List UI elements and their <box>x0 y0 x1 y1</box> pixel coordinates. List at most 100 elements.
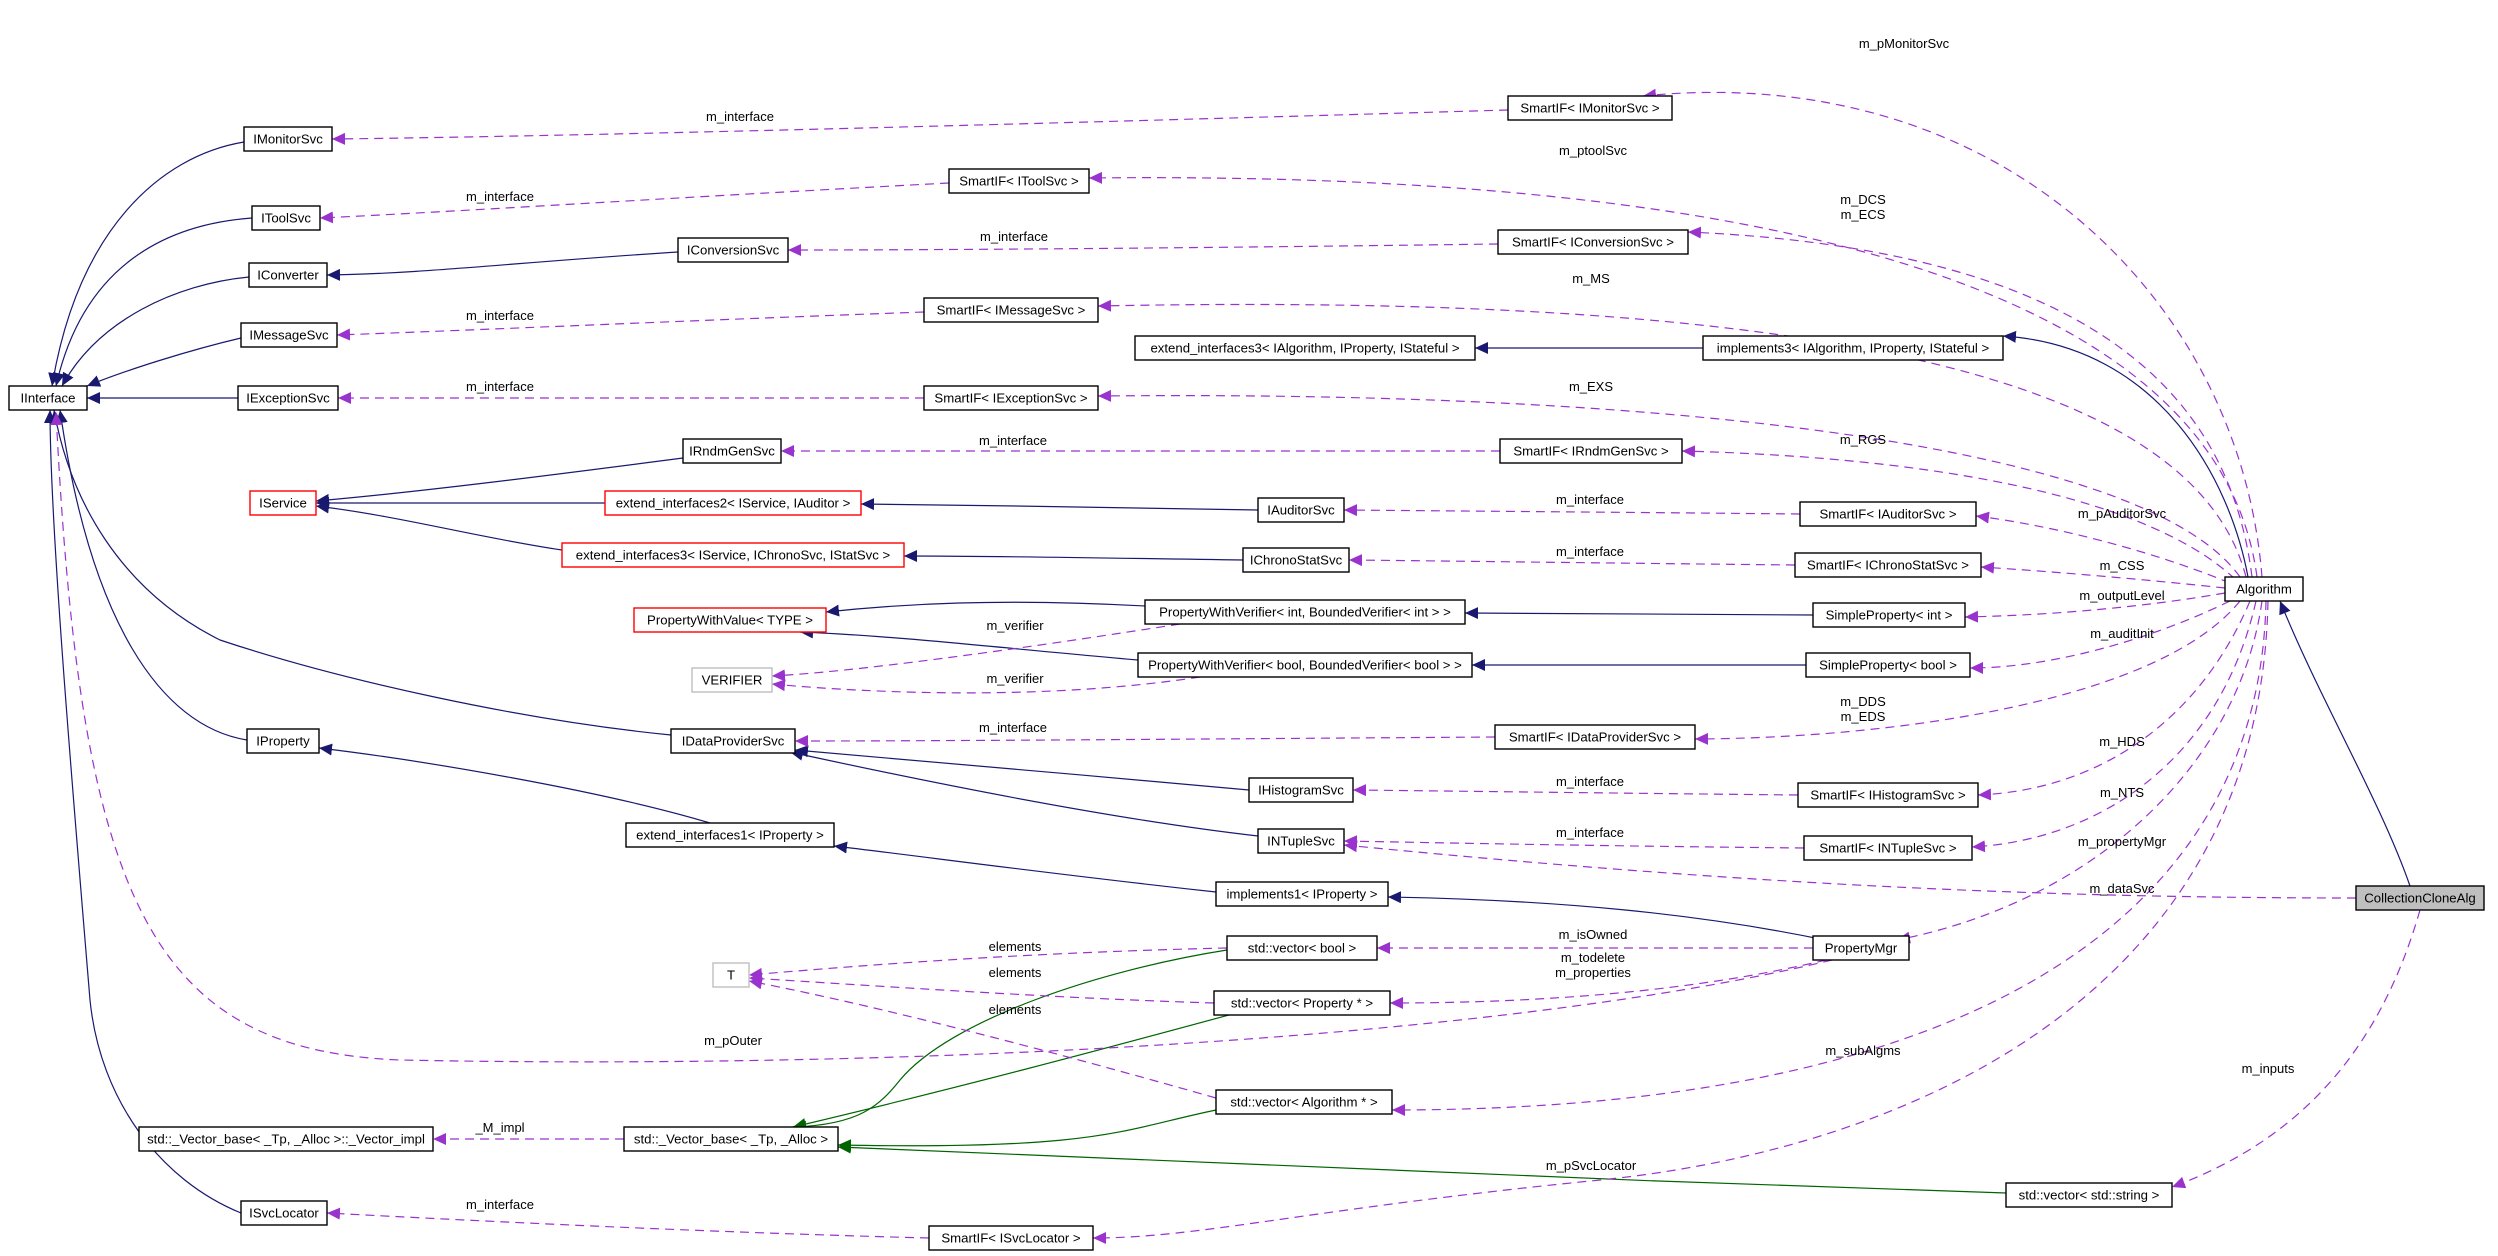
edge-label-smart-ifmonitor-to-imonitor-svc: m_interface <box>706 109 774 124</box>
usage-edge-smart-ifauditor-to-iauditor-svc <box>1343 504 1801 517</box>
edge-label-algorithm-to-smart-ifexception: m_EXS <box>1569 379 1613 394</box>
node-smart-ifexception[interactable]: SmartIF< IExceptionSvc > <box>923 385 1099 411</box>
node-iexception-svc[interactable]: IExceptionSvc <box>237 385 339 411</box>
node-ext-if3-alg[interactable]: extend_interfaces3< IAlgorithm, IPropert… <box>1134 335 1476 361</box>
node-box-vec-string <box>2005 1182 2173 1208</box>
node-ext-if1[interactable]: extend_interfaces1< IProperty > <box>625 822 835 848</box>
node-simple-bool[interactable]: SimpleProperty< bool > <box>1805 652 1971 678</box>
node-box-iconverter <box>248 262 328 288</box>
usage-edge-algorithm-to-smart-ifchrono <box>1980 561 2226 589</box>
inheritance-edge-impl1-to-ext-if1 <box>833 841 1217 893</box>
node-collection-clone-alg[interactable]: CollectionCloneAlg <box>2355 885 2485 911</box>
nodes-layer: IInterfaceIMonitorSvcIToolSvcIConverterI… <box>8 95 2485 1251</box>
node-box-ihistogram-svc <box>1248 777 1354 803</box>
node-impl1[interactable]: implements1< IProperty > <box>1215 881 1389 907</box>
node-label-idata-provider-svc: IDataProviderSvc <box>682 734 785 749</box>
node-label-iservice: IService <box>259 496 307 511</box>
node-impl3[interactable]: implements3< IAlgorithm, IProperty, ISta… <box>1702 335 2004 361</box>
node-verifier[interactable]: VERIFIER <box>691 667 773 693</box>
node-simple-int[interactable]: SimpleProperty< int > <box>1812 602 1966 628</box>
node-ihistogram-svc[interactable]: IHistogramSvc <box>1248 777 1354 803</box>
node-isvc-locator[interactable]: ISvcLocator <box>240 1200 328 1226</box>
node-smart-ifhistogram[interactable]: SmartIF< IHistogramSvc > <box>1797 782 1979 808</box>
edge-label-algorithm-to-smart-ifmonitor: m_pMonitorSvc <box>1859 36 1950 51</box>
inheritance-edge-ext-if1-to-iproperty <box>318 743 711 824</box>
node-box-iservice <box>249 490 317 516</box>
node-label-itool-svc: IToolSvc <box>261 211 311 226</box>
node-iconverter[interactable]: IConverter <box>248 262 328 288</box>
node-label-smart-ifrndm: SmartIF< IRndmGenSvc > <box>1513 444 1669 459</box>
node-box-iproperty <box>246 728 320 754</box>
node-pwvint[interactable]: PropertyWithVerifier< int, BoundedVerifi… <box>1144 599 1466 625</box>
node-label-smart-ifmessage: SmartIF< IMessageSvc > <box>937 303 1086 318</box>
node-box-impl1 <box>1215 881 1389 907</box>
node-intuple-svc[interactable]: INTupleSvc <box>1257 828 1345 854</box>
node-box-imessage-svc <box>240 322 338 348</box>
node-iconversion-svc[interactable]: IConversionSvc <box>677 237 789 263</box>
node-iauditor-svc[interactable]: IAuditorSvc <box>1257 497 1345 523</box>
edge-label-vec-property-to-t: elements <box>989 965 1042 980</box>
node-box-pwvbool <box>1137 652 1473 678</box>
edge-label-vec-bool-to-t: elements <box>989 939 1042 954</box>
node-vec-string[interactable]: std::vector< std::string > <box>2005 1182 2173 1208</box>
node-label-smart-iftool: SmartIF< IToolSvc > <box>959 174 1079 189</box>
edge-label-algorithm-to-smart-ifchrono: m_CSS <box>2100 558 2145 573</box>
node-imonitor-svc[interactable]: IMonitorSvc <box>243 126 333 152</box>
node-box-smart-ifsvc-locator <box>928 1225 1094 1251</box>
node-vec-property[interactable]: std::vector< Property * > <box>1213 990 1391 1016</box>
node-smart-iftool[interactable]: SmartIF< IToolSvc > <box>948 168 1090 194</box>
node-vector-base[interactable]: std::_Vector_base< _Tp, _Alloc > <box>623 1126 839 1152</box>
node-smart-ifmessage[interactable]: SmartIF< IMessageSvc > <box>923 297 1099 323</box>
node-ext-if3-svc[interactable]: extend_interfaces3< IService, IChronoSvc… <box>561 542 905 568</box>
node-pwvbool[interactable]: PropertyWithVerifier< bool, BoundedVerif… <box>1137 652 1473 678</box>
node-itool-svc[interactable]: IToolSvc <box>251 205 321 231</box>
node-box-smart-ifhistogram <box>1797 782 1979 808</box>
node-vec-bool[interactable]: std::vector< bool > <box>1226 935 1378 961</box>
node-iservice[interactable]: IService <box>249 490 317 516</box>
edge-label-algorithm-to-smart-ifhistogram: m_HDS <box>2099 734 2145 749</box>
usage-edge-algorithm-to-smart-ifexception <box>1097 389 2241 578</box>
node-smart-ifdata-provider[interactable]: SmartIF< IDataProviderSvc > <box>1494 724 1696 750</box>
node-label-property-with-value: PropertyWithValue< TYPE > <box>647 613 813 628</box>
node-box-smart-ifmessage <box>923 297 1099 323</box>
node-smart-ifconversion[interactable]: SmartIF< IConversionSvc > <box>1497 229 1689 255</box>
node-smart-ifmonitor[interactable]: SmartIF< IMonitorSvc > <box>1507 95 1673 121</box>
node-ichrono-stat-svc[interactable]: IChronoStatSvc <box>1242 547 1350 573</box>
node-irndm-gen-svc[interactable]: IRndmGenSvc <box>682 438 782 464</box>
edge-label-smart-ifexception-to-iexception-svc: m_interface <box>466 379 534 394</box>
node-box-property-with-value <box>633 607 827 633</box>
node-label-property-mgr: PropertyMgr <box>1825 941 1898 956</box>
node-smart-ifrndm[interactable]: SmartIF< IRndmGenSvc > <box>1499 438 1683 464</box>
usage-edge-smart-ifmonitor-to-imonitor-svc <box>331 109 1509 145</box>
node-idata-provider-svc[interactable]: IDataProviderSvc <box>670 728 796 754</box>
node-algorithm[interactable]: Algorithm <box>2224 576 2304 602</box>
node-iinterface[interactable]: IInterface <box>8 385 88 411</box>
edge-label-smart-ifconversion-to-iconversion-svc: m_interface <box>980 229 1048 244</box>
node-box-verifier <box>691 667 773 693</box>
node-t[interactable]: T <box>712 962 750 988</box>
node-box-t <box>712 962 750 988</box>
node-label-vec-string: std::vector< std::string > <box>2019 1188 2160 1203</box>
node-ext-if2[interactable]: extend_interfaces2< IService, IAuditor > <box>604 490 862 516</box>
node-smart-ifntuple[interactable]: SmartIF< INTupleSvc > <box>1803 835 1973 861</box>
inheritance-edge-iproperty-to-iinterface <box>55 409 248 741</box>
node-iproperty[interactable]: IProperty <box>246 728 320 754</box>
inheritance-edge-iconverter-to-iinterface <box>61 276 250 387</box>
node-smart-ifauditor[interactable]: SmartIF< IAuditorSvc > <box>1799 501 1977 527</box>
node-smart-ifsvc-locator[interactable]: SmartIF< ISvcLocator > <box>928 1225 1094 1251</box>
inheritance-edge-irndm-gen-svc-to-iservice <box>315 457 684 506</box>
node-label-simple-bool: SimpleProperty< bool > <box>1819 658 1957 673</box>
node-property-with-value[interactable]: PropertyWithValue< TYPE > <box>633 607 827 633</box>
node-vector-impl[interactable]: std::_Vector_base< _Tp, _Alloc >::_Vecto… <box>138 1126 434 1152</box>
node-imessage-svc[interactable]: IMessageSvc <box>240 322 338 348</box>
edge-label-smart-ifauditor-to-iauditor-svc: m_interface <box>1556 492 1624 507</box>
usage-edge-vec-property-to-t <box>748 972 1215 1004</box>
node-label-ichrono-stat-svc: IChronoStatSvc <box>1250 553 1343 568</box>
node-smart-ifchrono[interactable]: SmartIF< IChronoStatSvc > <box>1794 552 1982 578</box>
node-label-algorithm: Algorithm <box>2236 582 2292 597</box>
node-label-verifier: VERIFIER <box>702 673 763 688</box>
node-label-ext-if2: extend_interfaces2< IService, IAuditor > <box>616 496 851 511</box>
node-vec-algorithm[interactable]: std::vector< Algorithm * > <box>1215 1089 1393 1115</box>
node-property-mgr[interactable]: PropertyMgr <box>1812 935 1910 961</box>
inheritance-edge-isvc-locator-to-iinterface <box>44 409 242 1214</box>
